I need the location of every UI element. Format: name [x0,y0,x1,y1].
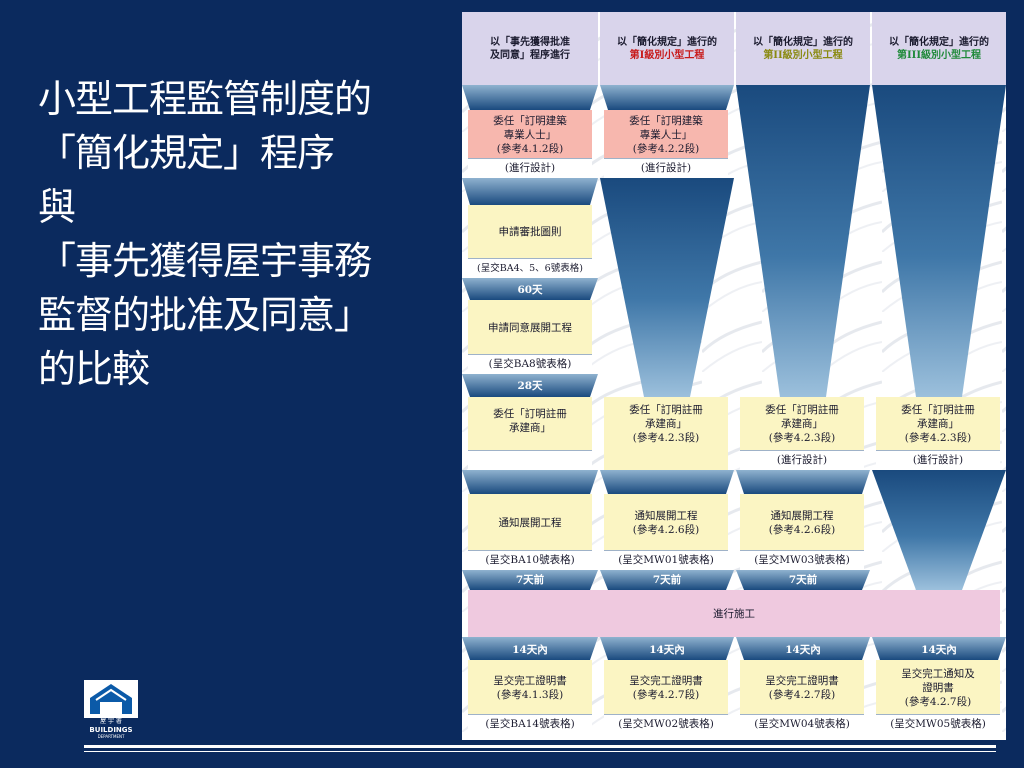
footer-rule-thin [84,751,996,752]
funnel-arrow [736,85,870,397]
days-60-label: 60天 [517,284,543,296]
title-line: 監督的批准及同意」 [38,293,372,337]
completion-box: 呈交完工證明書(參考4.2.7段) (呈交MW04號表格) [740,660,864,734]
days-before-label: 7天前 [788,574,818,586]
arrow [872,637,1006,660]
appoint-rc-box: 委任「訂明註冊承建商」(參考4.2.3段) (進行設計) [876,397,1000,470]
consent-box: 申請同意展開工程 (呈交BA8號表格) [468,300,592,374]
completion-box: 呈交完工證明書(參考4.1.3段) (呈交BA14號表格) [468,660,592,734]
arrow [462,278,598,300]
title-line: 「事先獲得屋宇事務 [38,239,372,283]
arrow [736,470,870,494]
appoint-rc-box: 委任「訂明註冊承建商」 [468,397,592,470]
funnel-arrow [872,470,1006,590]
appoint-ap-box: 委任「訂明建築專業人士」(參考4.1.2段) (進行設計) [468,110,592,178]
header-class-2: 以「簡化規定」進行的第II級別小型工程 [736,12,870,85]
header-class-1: 以「簡化規定」進行的第I級別小型工程 [600,12,734,85]
days-within-label: 14天內 [649,644,685,656]
arrow [600,85,734,110]
logo-icon [84,680,138,718]
arrow [462,178,598,205]
arrow [600,570,734,590]
days-within-label: 14天內 [921,644,957,656]
buildings-department-logo: 屋 宇 署 BUILDINGS DEPARTMENT [84,680,138,739]
days-within-label: 14天內 [512,644,548,656]
arrow [462,570,598,590]
appoint-ap-box: 委任「訂明建築專業人士」(參考4.2.2段) (進行設計) [604,110,728,178]
arrow [462,374,598,397]
arrow [736,570,870,590]
completion-box: 呈交完工證明書(參考4.2.7段) (呈交MW02號表格) [604,660,728,734]
days-before-label: 7天前 [652,574,682,586]
arrow [462,637,598,660]
arrow [462,470,598,494]
plan-approval-box: 申請審批圖則 (呈交BA4、5、6號表格) [468,205,592,278]
arrow [736,637,870,660]
days-within-label: 14天內 [785,644,821,656]
days-28-label: 28天 [517,380,543,392]
days-before-label: 7天前 [515,574,545,586]
notify-box: 通知展開工程(參考4.2.6段) (呈交MW03號表格) [740,494,864,570]
funnel-arrow [600,178,734,397]
footer-rule [84,745,996,748]
completion-box: 呈交完工通知及證明書(參考4.2.7段) (呈交MW05號表格) [876,660,1000,734]
slide-title: 小型工程監管制度的 「簡化規定」程序 與 「事先獲得屋宇事務 監督的批准及同意」… [38,72,458,396]
flowchart: 以「事先獲得批准及同意」程序進行 以「簡化規定」進行的第I級別小型工程 以「簡化… [462,12,1006,740]
arrow [462,85,598,110]
construction-box: 進行施工 [468,590,1000,637]
notify-box: 通知展開工程 (呈交BA10號表格) [468,494,592,570]
funnel-arrow [872,85,1006,397]
logo-text-department: DEPARTMENT [97,734,125,739]
title-line: 小型工程監管制度的 [38,77,372,121]
notify-box: 通知展開工程(參考4.2.6段) (呈交MW01號表格) [604,494,728,570]
arrow [600,637,734,660]
appoint-rc-box: 委任「訂明註冊承建商」(參考4.2.3段) [604,397,728,470]
arrow [600,470,734,494]
header-prior-approval: 以「事先獲得批准及同意」程序進行 [462,12,598,85]
logo-text-buildings: BUILDINGS [89,726,133,734]
title-line: 的比較 [38,347,150,391]
title-line: 與 [38,185,76,229]
title-line: 「簡化規定」程序 [38,131,335,175]
logo-text-chinese: 屋 宇 署 [100,718,122,725]
flowchart-arrows [462,12,1006,740]
header-class-3: 以「簡化規定」進行的第III級別小型工程 [872,12,1006,85]
appoint-rc-box: 委任「訂明註冊承建商」(參考4.2.3段) (進行設計) [740,397,864,470]
